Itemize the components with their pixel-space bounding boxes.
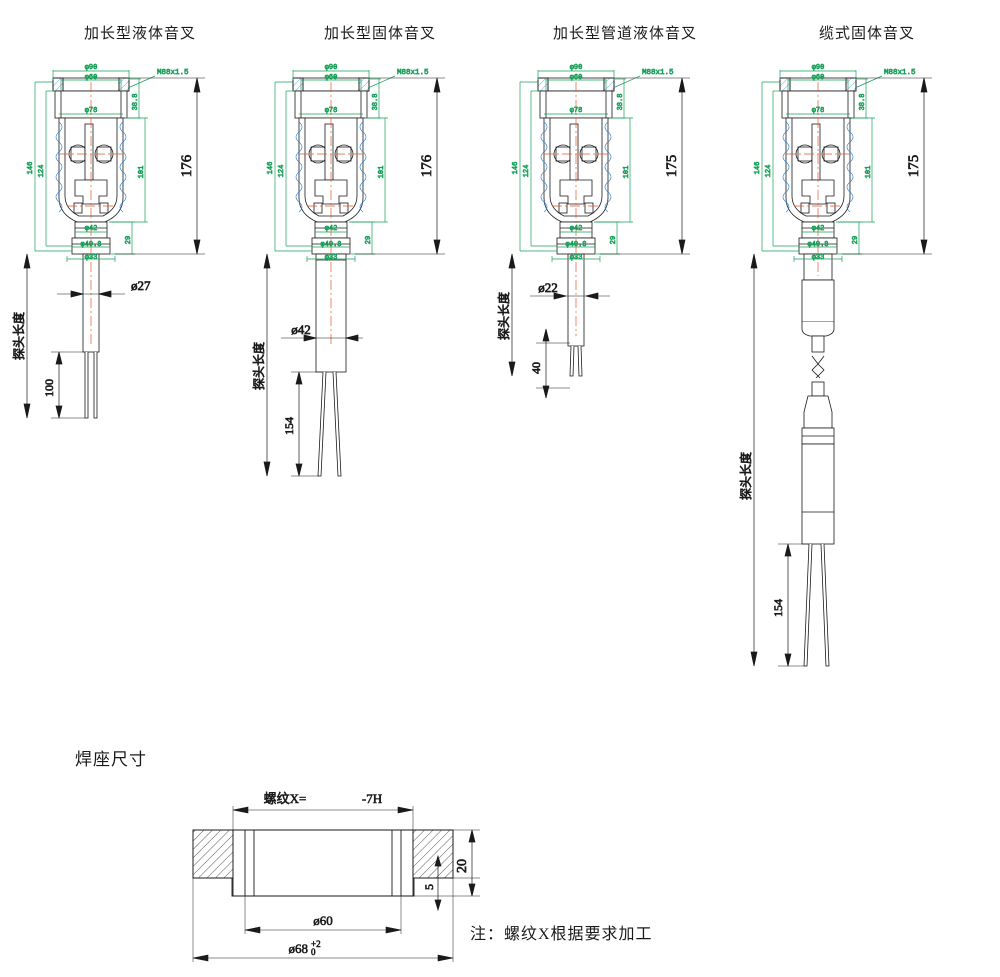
figure-title: 加长型固体音叉 [323,26,436,42]
figure-elongated-liquid-fork: 加长型液体音叉 [11,0,265,700]
dim-outer-d68-lower: 0 [311,947,316,957]
dim-d42: φ42 [325,225,338,233]
dim-d60: φ60 [325,74,338,82]
dim-d90: φ90 [85,64,98,72]
dim-29: 29 [125,236,133,244]
dim-probe-diameter: ø27 [131,278,151,293]
dim-thread: M88x1.5 [397,69,429,77]
dim-38-8: 38.8 [372,94,380,111]
figure-title: 缆式固体音叉 [818,26,915,42]
dim-d42: φ42 [812,225,825,233]
dim-d90: φ90 [325,64,338,72]
figure-drawing: φ90 φ60 φ78 146 124 38.8 101 [11,46,265,696]
figure-drawing: φ90 φ60 φ78 146 124 38.8 101 [496,46,750,696]
dim-total-height: 175 [906,155,922,178]
dim-101: 101 [378,166,386,179]
dim-outer-d68-upper: +2 [311,939,321,949]
dim-d40-8: φ40.8 [320,241,341,249]
dim-d33: φ33 [570,254,583,262]
dim-101: 101 [623,166,631,179]
dim-124: 124 [765,165,773,178]
dim-height-5: 5 [422,884,436,890]
dim-fork-length: 100 [42,379,56,397]
figure-drawing: φ90 φ60 φ78 146 124 38.8 101 [251,46,505,696]
dim-146: 146 [512,162,520,175]
dim-total-height: 176 [179,154,195,177]
dim-thread-tolerance: -7H [362,791,382,806]
dim-d90: φ90 [570,64,583,72]
dim-d90: φ90 [812,64,825,72]
dim-d78: φ78 [85,107,98,115]
figure-title: 加长型液体音叉 [83,26,196,42]
dim-124: 124 [38,165,46,178]
dim-146: 146 [754,162,762,175]
note-text: 注：螺纹X根据要求加工 [470,926,653,943]
dim-38-8: 38.8 [617,94,625,111]
dim-146: 146 [27,162,35,175]
dim-d78: φ78 [325,107,338,115]
figure-elongated-pipeline-liquid-fork: 加长型管道液体音叉 [496,0,750,700]
dim-d42: φ42 [570,225,583,233]
dim-fork-length: 40 [529,362,543,374]
dim-probe-diameter: ø42 [291,322,311,337]
figure-elongated-solid-fork: 加长型固体音叉 [251,0,505,700]
figure-cable-solid-fork: 缆式固体音叉 [738,0,992,700]
dim-29: 29 [365,236,373,244]
dim-124: 124 [523,165,531,178]
dim-d33: φ33 [812,254,825,262]
dim-d33: φ33 [325,254,338,262]
dim-d40-8: φ40.8 [80,241,101,249]
dim-124: 124 [278,165,286,178]
dim-38-8: 38.8 [859,94,867,111]
dim-d33: φ33 [85,254,98,262]
dim-total-height: 176 [419,154,435,177]
dim-probe-diameter: ø22 [538,280,558,295]
dim-thread: M88x1.5 [884,69,916,77]
dim-d40-8: φ40.8 [807,241,828,249]
dim-thread: M88x1.5 [157,69,189,77]
dim-fork-length: 154 [282,417,296,435]
dim-d60: φ60 [85,74,98,82]
dim-d60: φ60 [812,74,825,82]
dim-d78: φ78 [570,107,583,115]
dim-height-20: 20 [455,859,470,873]
dim-29: 29 [852,236,860,244]
dim-d40-8: φ40.8 [565,241,586,249]
weld-seat-title: 焊座尺寸 [75,750,147,769]
label-probe-length: 探头长度 [496,292,511,340]
dim-bore-d60: ø60 [313,913,333,928]
label-probe-length: 探头长度 [11,312,26,360]
dim-d78: φ78 [812,107,825,115]
weld-seat-drawing: 螺纹X= -7H ø60 ø68 +2 0 20 [60,770,540,970]
figure-title: 加长型管道液体音叉 [552,26,697,42]
dim-total-height: 175 [664,155,680,178]
dim-thread: M88x1.5 [642,69,674,77]
label-probe-length: 探头长度 [251,342,266,390]
dim-fork-length: 154 [771,599,785,617]
dim-29: 29 [610,236,618,244]
dim-101: 101 [138,166,146,179]
dim-101: 101 [865,166,873,179]
dim-d42: φ42 [85,225,98,233]
dim-38-8: 38.8 [132,94,140,111]
dim-thread-x: 螺纹X= [264,791,307,806]
dim-d60: φ60 [570,74,583,82]
figure-drawing: φ90 φ60 φ78 146 124 38.8 101 [738,46,992,696]
dim-146: 146 [267,162,275,175]
label-probe-length: 探头长度 [738,452,753,500]
dim-outer-d68: ø68 [289,941,309,956]
